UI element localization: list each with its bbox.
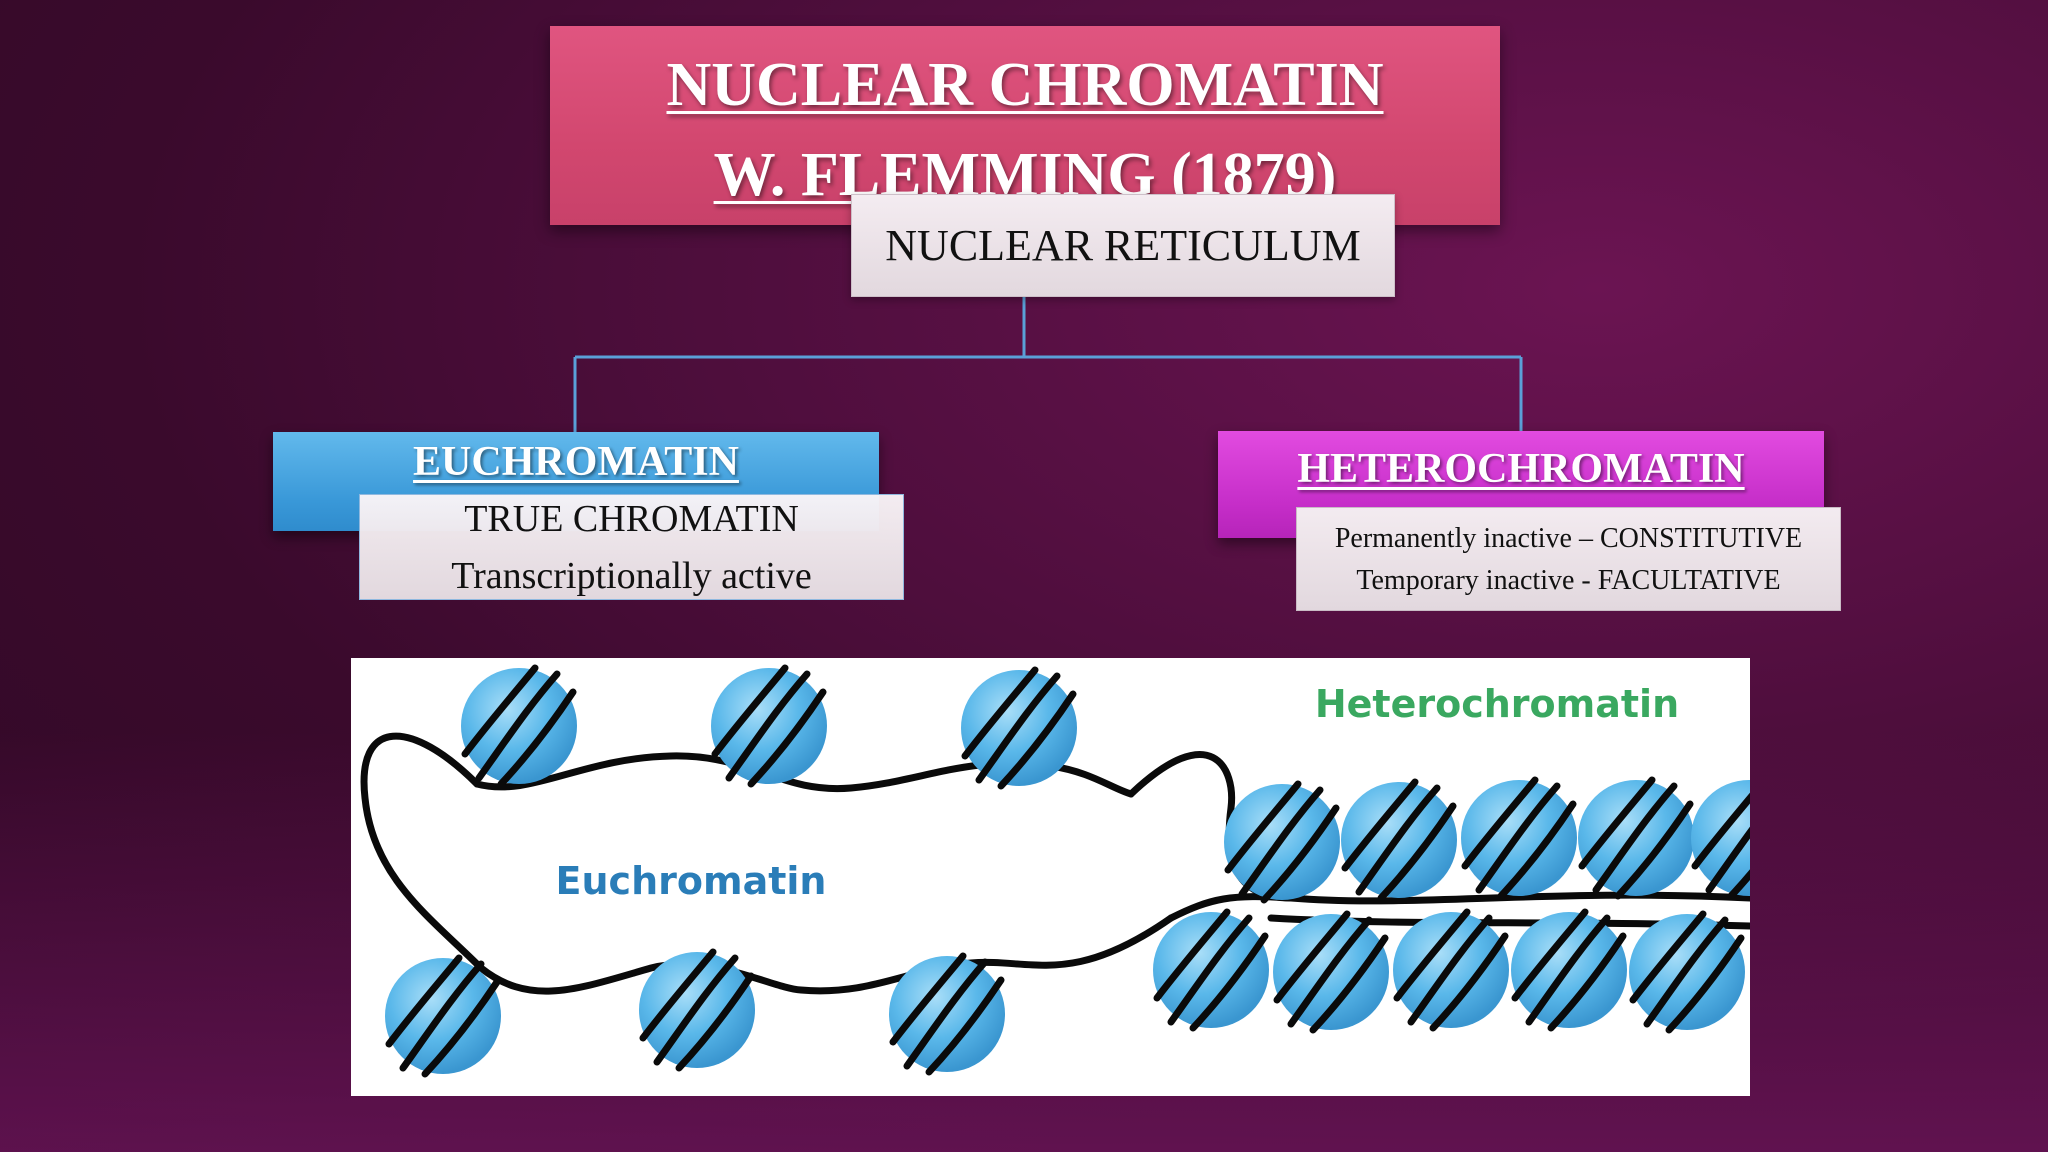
nucleosome (1461, 780, 1577, 896)
title-line-1: NUCLEAR CHROMATIN (666, 51, 1384, 119)
nucleosome (961, 670, 1077, 786)
euchromatin-description: TRUE CHROMATIN Transcriptionally active (359, 494, 904, 600)
euchromatin-label: Euchromatin (556, 859, 827, 903)
nucleosome (1341, 782, 1457, 898)
nucleosome (889, 956, 1005, 1072)
heterochromatin-line-2: Temporary inactive - FACULTATIVE (1356, 565, 1781, 596)
nucleosome (1273, 914, 1389, 1030)
nucleosome (1691, 780, 1750, 896)
nucleosome (639, 952, 755, 1068)
euchromatin-line-2: Transcriptionally active (451, 555, 812, 597)
chromatin-illustration: Euchromatin Heterochromatin (351, 658, 1750, 1096)
heterochromatin-heading: HETEROCHROMATIN (1297, 446, 1745, 492)
nucleosome (1578, 780, 1694, 896)
chromatin-diagram: Euchromatin Heterochromatin (360, 658, 1750, 1096)
heterochromatin-label: Heterochromatin (1315, 682, 1679, 726)
nuclear-reticulum-box: NUCLEAR RETICULUM (851, 194, 1395, 297)
heterochromatin-line-1: Permanently inactive – CONSTITUTIVE (1334, 523, 1803, 554)
nucleosome (1511, 912, 1627, 1028)
nucleosome (1629, 914, 1745, 1030)
nucleosome (385, 958, 501, 1074)
heterochromatin-description: Permanently inactive – CONSTITUTIVE Temp… (1296, 507, 1841, 611)
nuclear-reticulum-label: NUCLEAR RETICULUM (885, 221, 1361, 270)
nucleosome (711, 668, 827, 784)
nucleosome (1153, 912, 1269, 1028)
euchromatin-line-1: TRUE CHROMATIN (464, 498, 799, 540)
nucleosome (1224, 784, 1340, 900)
nucleosome (461, 668, 577, 784)
nucleosome (1393, 912, 1509, 1028)
euchromatin-heading: EUCHROMATIN (413, 439, 739, 485)
